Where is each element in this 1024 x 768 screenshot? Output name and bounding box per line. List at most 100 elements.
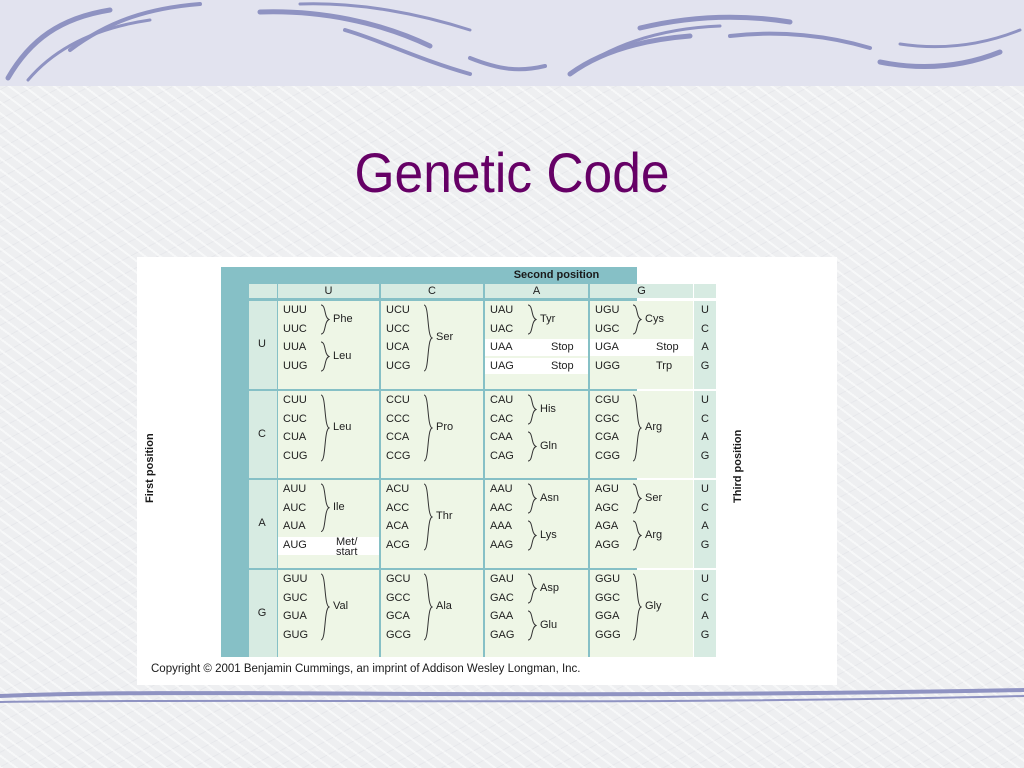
third-base-U: U <box>701 394 709 406</box>
third-base-G: G <box>700 359 710 372</box>
codon-GAU: GAU <box>490 573 514 585</box>
amino-acid-label: Lys <box>540 528 557 541</box>
codon-UAC: UAC <box>490 322 514 335</box>
codon-GCG: GCG <box>386 628 412 641</box>
amino-acid-label: Val <box>333 600 349 612</box>
slide-title: Genetic Code <box>354 141 670 204</box>
highlight-row <box>590 339 693 356</box>
second-base-U: U <box>278 284 379 298</box>
first-position-cell <box>249 391 277 478</box>
amino-acid-label: Thr <box>436 510 453 522</box>
amino-acid-label: Ser <box>645 491 663 504</box>
first-position-cell <box>249 301 277 389</box>
brace-icon <box>320 573 330 641</box>
amino-acid-label: Leu <box>333 421 352 433</box>
codon-CAC: CAC <box>490 412 514 425</box>
brace-icon <box>423 573 433 641</box>
highlight-row <box>485 339 588 356</box>
codon-ACC: ACC <box>386 501 410 514</box>
amino-acid-label: His <box>540 402 556 415</box>
amino-acid-label: Asn <box>540 491 559 504</box>
codon-GAC: GAC <box>490 591 514 604</box>
second-position-header: Second position <box>513 269 600 281</box>
codon-AUA: AUA <box>283 520 306 532</box>
codon-CCA: CCA <box>386 431 410 443</box>
first-base-C: C <box>258 427 266 440</box>
brace-icon <box>320 394 330 462</box>
codon-CAG: CAG <box>490 449 514 462</box>
codon-CUA: CUA <box>283 431 307 443</box>
third-base-A: A <box>701 520 709 532</box>
codon-UGA: UGA <box>595 341 619 353</box>
codon-CGU: CGU <box>595 394 620 406</box>
codon-GGU: GGU <box>595 573 621 585</box>
third-base-C: C <box>701 412 709 425</box>
header-corner <box>249 284 277 298</box>
second-base-A: A <box>485 284 588 298</box>
codon-UAG: UAG <box>490 359 514 372</box>
codon-GUC: GUC <box>283 591 308 604</box>
codon-AGC: AGC <box>595 501 619 514</box>
amino-acid-label: Arg <box>645 421 663 433</box>
brace-icon <box>632 573 642 641</box>
codon-CUC: CUC <box>283 412 307 425</box>
amino-acid-label: Cys <box>645 312 664 325</box>
codon-GGG: GGG <box>595 628 621 641</box>
brace-icon <box>527 431 537 462</box>
decorative-top-band <box>0 0 1024 86</box>
codon-CCU: CCU <box>386 394 410 406</box>
brace-icon <box>527 520 537 551</box>
second-base-C: C <box>381 284 483 298</box>
third-base-G: G <box>700 628 710 641</box>
brace-icon <box>527 483 537 514</box>
codon-GUA: GUA <box>283 610 307 622</box>
first-position-label: First position <box>144 433 156 503</box>
codon-CAU: CAU <box>490 394 514 406</box>
amino-acid-label: Stop <box>656 341 679 353</box>
codon-AUU: AUU <box>283 483 307 495</box>
codon-UCA: UCA <box>386 341 410 353</box>
amino-acid-label: Pro <box>436 421 454 433</box>
codon-AGG: AGG <box>595 538 620 551</box>
highlight-row <box>278 536 379 555</box>
codon-UCG: UCG <box>386 359 411 372</box>
codon-AAG: AAG <box>490 538 514 551</box>
swoosh-decoration-icon <box>5 2 1022 82</box>
codon-AAA: AAA <box>490 520 513 532</box>
codon-ACG: ACG <box>386 538 410 551</box>
amino-acid-label: Tyr <box>540 312 556 325</box>
third-base-A: A <box>701 431 709 443</box>
codon-UUC: UUC <box>283 322 307 335</box>
highlight-row <box>485 357 588 374</box>
codon-AGU: AGU <box>595 483 619 495</box>
amino-acid-label: Leu <box>333 349 352 362</box>
third-base-U: U <box>701 304 709 316</box>
first-position-cell <box>249 480 277 568</box>
amino-acid-label: Met/start <box>336 535 358 558</box>
codon-GGC: GGC <box>595 591 621 604</box>
codon-CGA: CGA <box>595 431 619 443</box>
codon-CGC: CGC <box>595 412 620 425</box>
codon-AUC: AUC <box>283 501 307 514</box>
codon-UUU: UUU <box>283 304 307 316</box>
brace-icon <box>423 394 433 462</box>
third-base-C: C <box>701 591 709 604</box>
codon-GGA: GGA <box>595 610 620 622</box>
brace-icon <box>320 304 330 335</box>
copyright-notice: Copyright © 2001 Benjamin Cummings, an i… <box>151 663 581 675</box>
brace-icon <box>320 341 330 372</box>
